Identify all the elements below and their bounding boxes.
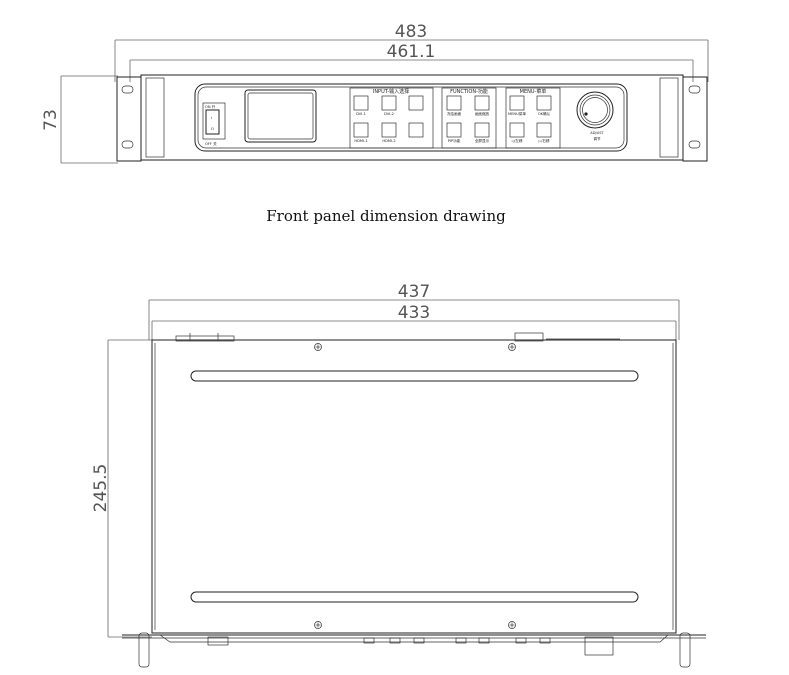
rack-ear-right: [682, 76, 708, 162]
top-view: 437 433 245.5: [91, 282, 706, 668]
dim-245-5-label: 245.5: [91, 464, 111, 513]
menu-left-label: ◁/左移: [511, 138, 523, 143]
dim-437-label: 437: [398, 282, 430, 302]
lcd-screen: [244, 89, 317, 143]
front-chassis: [140, 74, 684, 161]
vent-slot-top: [190, 370, 639, 382]
input-dvi2-label: DVI-2: [384, 112, 394, 116]
rear-connector-right: [514, 332, 544, 342]
input-button-group: INPUT-输入选择 DVI-1 DVI-2 HDMI-1 HDMI-2: [349, 87, 434, 149]
dim-433: 433: [151, 303, 677, 340]
front-edge: [122, 632, 706, 668]
dim-73: 73: [41, 75, 118, 164]
handle-left: [145, 77, 165, 158]
front-panel-view: 483 461.1 73: [41, 22, 709, 225]
input-dvi1-label: DVI-1: [356, 112, 366, 116]
menu-right-label: ▷/右移: [538, 138, 550, 143]
rack-ear-left: [116, 76, 142, 162]
function-scale-label: 画面缩放: [475, 111, 490, 116]
front-panel-caption: Front panel dimension drawing: [266, 207, 506, 225]
dim-461-1-label: 461.1: [387, 42, 436, 62]
power-off-label: OFF 关: [205, 141, 217, 146]
handle-right: [659, 77, 679, 158]
screw-bottom-right: [508, 621, 516, 629]
input-hdmi1-label: HDMI-1: [354, 139, 367, 143]
rear-connector-left: [175, 335, 235, 342]
screw-bottom-left: [314, 621, 322, 629]
power-o-label: O: [211, 127, 214, 131]
input-hdmi2-label: HDMI-2: [382, 139, 395, 143]
handle-right-top: [679, 632, 691, 668]
menu-menu-label: MENU菜单: [508, 111, 526, 116]
dim-433-label: 433: [398, 303, 430, 323]
handle-left-top: [138, 632, 150, 668]
knob-label-cn: 调节: [593, 136, 601, 141]
menu-ok-label: OK确认: [538, 111, 551, 116]
dim-483-label: 483: [395, 22, 427, 42]
dim-73-label: 73: [41, 109, 61, 131]
dim-437: 437: [148, 282, 680, 340]
power-switch: ON 开 OFF 关 I O: [202, 102, 226, 146]
menu-group-label: MENU-菜单: [520, 88, 547, 95]
function-pip-label: PIP功能: [448, 138, 461, 143]
dim-483: 483: [114, 22, 709, 82]
function-button-group: FUNCTION-功能 冻结画面 画面缩放 PIP功能 全屏显示: [441, 87, 497, 149]
function-group-label: FUNCTION-功能: [450, 88, 488, 95]
vent-slot-bottom: [190, 591, 639, 603]
input-group-label: INPUT-输入选择: [373, 88, 409, 95]
top-chassis: [151, 339, 677, 634]
menu-button-group: MENU-菜单 MENU菜单 OK确认 ◁/左移 ▷/右移: [505, 87, 561, 149]
dim-461-1: 461.1: [129, 42, 694, 82]
power-i-label: I: [211, 116, 212, 120]
function-fullscreen-label: 全屏显示: [475, 138, 490, 143]
knob-label-en: ADJUST: [590, 131, 604, 135]
front-bezel: [194, 83, 628, 152]
screw-top-right: [508, 343, 516, 351]
screw-top-left: [314, 343, 322, 351]
function-freeze-label: 冻结画面: [447, 111, 462, 116]
adjust-knob: ADJUST 调节: [576, 91, 614, 141]
adjust-knob-top: [584, 636, 614, 656]
power-on-label: ON 开: [205, 105, 216, 109]
dim-245-5: 245.5: [91, 339, 152, 638]
